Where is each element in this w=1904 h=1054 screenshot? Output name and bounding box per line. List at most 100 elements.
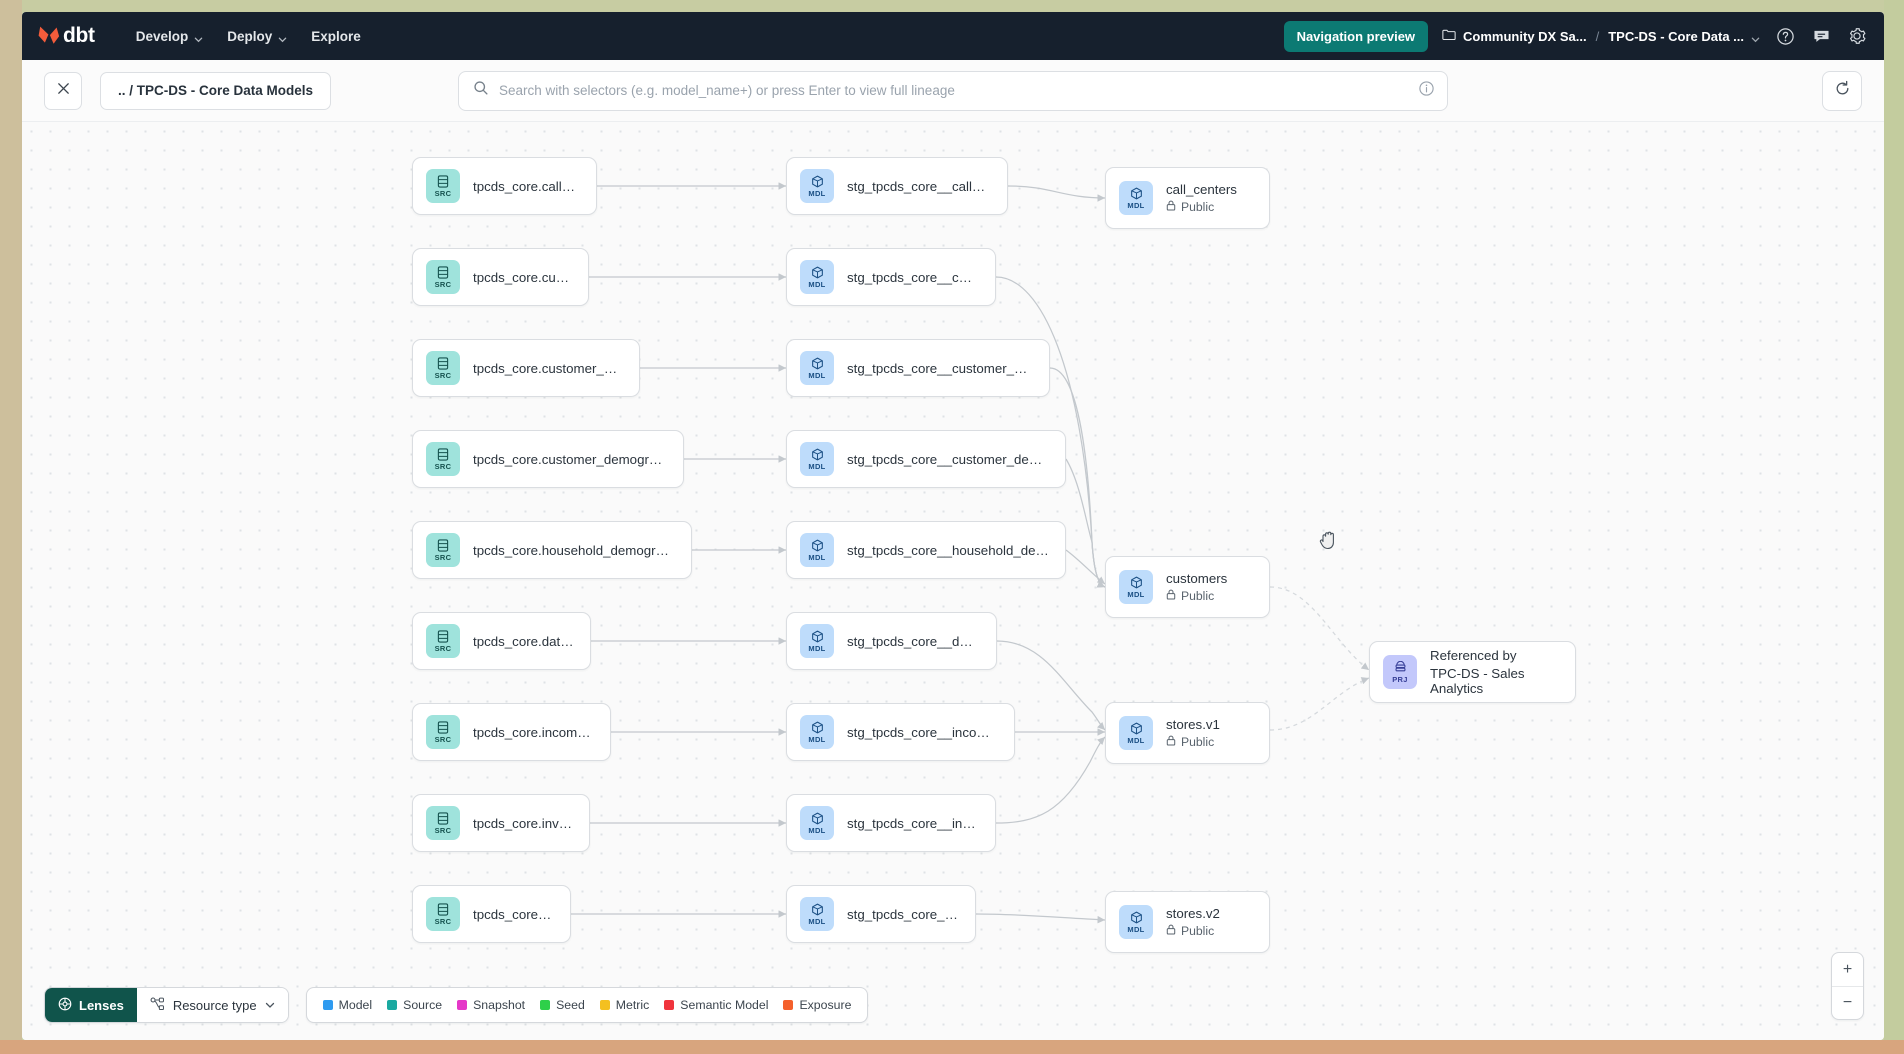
navigation-preview-button[interactable]: Navigation preview bbox=[1283, 20, 1429, 52]
lock-icon bbox=[1166, 735, 1176, 749]
help-icon[interactable] bbox=[1774, 25, 1796, 47]
breadcrumb-project[interactable]: TPC-DS - Core Data ... bbox=[1608, 29, 1760, 44]
model-node-badge: MDL bbox=[800, 169, 834, 203]
node-label: stg_tpcds_core__call_center bbox=[847, 178, 991, 194]
cube-icon bbox=[1130, 911, 1143, 925]
lineage-node-project-reference[interactable]: PRJ Referenced by TPC-DS - Sales Analyti… bbox=[1369, 641, 1576, 703]
cube-icon bbox=[811, 175, 824, 189]
lineage-node-public-model[interactable]: MDL stores.v1 Public bbox=[1105, 702, 1270, 764]
legend-label-exposure: Exposure bbox=[799, 998, 852, 1012]
lineage-node-source[interactable]: SRC tpcds_core.call_center bbox=[412, 157, 597, 215]
legend-item-snapshot: Snapshot bbox=[457, 998, 525, 1012]
lineage-node-model[interactable]: MDL stg_tpcds_core__inventory bbox=[786, 794, 996, 852]
source-node-badge: SRC bbox=[426, 260, 460, 294]
account-breadcrumb: Community DX Sa... / TPC-DS - Core Data … bbox=[1442, 28, 1760, 44]
zoom-in-button[interactable]: + bbox=[1842, 960, 1853, 978]
node-type-tag: MDL bbox=[1127, 924, 1145, 934]
lineage-canvas[interactable]: SRC tpcds_core.call_center SRC tpcds_cor… bbox=[22, 122, 1884, 1040]
node-type-tag: SRC bbox=[434, 370, 452, 380]
project-breadcrumb-chip[interactable]: .. / TPC-DS - Core Data Models bbox=[100, 71, 332, 110]
database-icon bbox=[437, 630, 449, 644]
breadcrumb-account-label: Community DX Sa... bbox=[1463, 28, 1587, 44]
lineage-node-source[interactable]: SRC tpcds_core.household_demographics bbox=[412, 521, 692, 579]
zoom-controls: + − bbox=[1831, 952, 1864, 1020]
breadcrumb-account[interactable]: Community DX Sa... bbox=[1442, 28, 1587, 44]
feedback-icon[interactable] bbox=[1810, 25, 1832, 47]
node-label: call_centers bbox=[1166, 182, 1237, 197]
resource-type-dropdown[interactable]: Resource type bbox=[136, 988, 288, 1022]
node-label: tpcds_core.inventory bbox=[473, 815, 573, 831]
cube-icon bbox=[1130, 187, 1143, 201]
close-button[interactable] bbox=[44, 71, 82, 110]
info-icon[interactable] bbox=[1418, 80, 1435, 102]
chevron-down-icon bbox=[1751, 32, 1760, 42]
model-node-badge: MDL bbox=[800, 351, 834, 385]
node-type-tag: MDL bbox=[1127, 589, 1145, 599]
lineage-node-source[interactable]: SRC tpcds_core.income_band bbox=[412, 703, 611, 761]
dbt-logo[interactable]: dbt bbox=[36, 23, 95, 49]
database-icon bbox=[437, 448, 449, 462]
lineage-node-public-model[interactable]: MDL customers Public bbox=[1105, 556, 1270, 618]
node-label: tpcds_core.date_dim bbox=[473, 633, 574, 649]
database-icon bbox=[437, 812, 449, 826]
wallpaper-bottom-edge bbox=[0, 1040, 1904, 1054]
source-node-badge: SRC bbox=[426, 442, 460, 476]
database-icon bbox=[437, 721, 449, 735]
node-reference-label: Referenced by bbox=[1430, 648, 1517, 663]
lineage-node-source[interactable]: SRC tpcds_core.customer_demographics bbox=[412, 430, 684, 488]
lineage-node-source[interactable]: SRC tpcds_core.customer bbox=[412, 248, 589, 306]
lineage-node-public-model[interactable]: MDL call_centers Public bbox=[1105, 167, 1270, 229]
source-node-badge: SRC bbox=[426, 351, 460, 385]
legend-swatch-model bbox=[322, 1000, 333, 1010]
lineage-search-box[interactable] bbox=[458, 70, 1448, 111]
source-node-badge: SRC bbox=[426, 806, 460, 840]
lineage-node-model[interactable]: MDL stg_tpcds_core__customer_demogra… bbox=[786, 430, 1066, 488]
legend-swatch-snapshot bbox=[457, 1000, 468, 1010]
lineage-node-model[interactable]: MDL stg_tpcds_core__call_center bbox=[786, 157, 1008, 215]
dbt-logo-icon bbox=[36, 23, 62, 49]
legend-swatch-source bbox=[387, 1000, 398, 1010]
legend-label-semantic-model: Semantic Model bbox=[680, 998, 769, 1012]
project-icon bbox=[1394, 661, 1407, 675]
refresh-button[interactable] bbox=[1822, 70, 1862, 111]
node-label: tpcds_core.call_center bbox=[473, 178, 580, 194]
node-type-tag: MDL bbox=[808, 643, 826, 653]
zoom-out-button[interactable]: − bbox=[1832, 986, 1863, 1019]
legend-label-seed: Seed bbox=[556, 998, 585, 1012]
legend-label-source: Source bbox=[403, 998, 443, 1012]
node-access-label: Public bbox=[1181, 924, 1215, 938]
nav-item-develop[interactable]: Develop bbox=[125, 22, 215, 51]
lineage-node-model[interactable]: MDL stg_tpcds_core__household_demogr… bbox=[786, 521, 1066, 579]
lineage-node-model[interactable]: MDL stg_tpcds_core__store bbox=[786, 885, 976, 943]
lineage-node-source[interactable]: SRC tpcds_core.date_dim bbox=[412, 612, 591, 670]
model-node-badge: MDL bbox=[800, 442, 834, 476]
source-node-badge: SRC bbox=[426, 624, 460, 658]
grab-hand-cursor bbox=[1318, 528, 1340, 557]
node-label: stg_tpcds_core__date_dim bbox=[847, 633, 980, 649]
node-type-tag: SRC bbox=[434, 552, 452, 562]
legend-item-metric: Metric bbox=[599, 998, 649, 1012]
legend-swatch-seed bbox=[540, 1000, 551, 1010]
nav-item-explore[interactable]: Explore bbox=[300, 22, 372, 51]
lineage-node-model[interactable]: MDL stg_tpcds_core__date_dim bbox=[786, 612, 997, 670]
node-type-tag: SRC bbox=[434, 825, 452, 835]
lenses-button[interactable]: Lenses bbox=[45, 988, 137, 1022]
lineage-node-source[interactable]: SRC tpcds_core.inventory bbox=[412, 794, 590, 852]
settings-icon[interactable] bbox=[1846, 25, 1868, 47]
lineage-node-model[interactable]: MDL stg_tpcds_core__customer bbox=[786, 248, 996, 306]
lineage-node-source[interactable]: SRC tpcds_core.store bbox=[412, 885, 571, 943]
nav-item-develop-label: Develop bbox=[135, 28, 189, 44]
source-node-badge: SRC bbox=[426, 897, 460, 931]
lineage-node-source[interactable]: SRC tpcds_core.customer_address bbox=[412, 339, 640, 397]
nav-item-deploy[interactable]: Deploy bbox=[216, 22, 298, 51]
dbt-logo-text: dbt bbox=[63, 24, 95, 47]
refresh-icon bbox=[1834, 80, 1851, 102]
lineage-node-public-model[interactable]: MDL stores.v2 Public bbox=[1105, 891, 1270, 953]
node-access-badge: Public bbox=[1166, 735, 1220, 749]
cube-icon bbox=[811, 539, 824, 553]
lineage-node-model[interactable]: MDL stg_tpcds_core__customer_address bbox=[786, 339, 1050, 397]
lineage-node-model[interactable]: MDL stg_tpcds_core__income_band bbox=[786, 703, 1015, 761]
close-icon bbox=[56, 81, 71, 101]
model-node-badge: MDL bbox=[800, 806, 834, 840]
search-input[interactable] bbox=[499, 83, 1418, 98]
